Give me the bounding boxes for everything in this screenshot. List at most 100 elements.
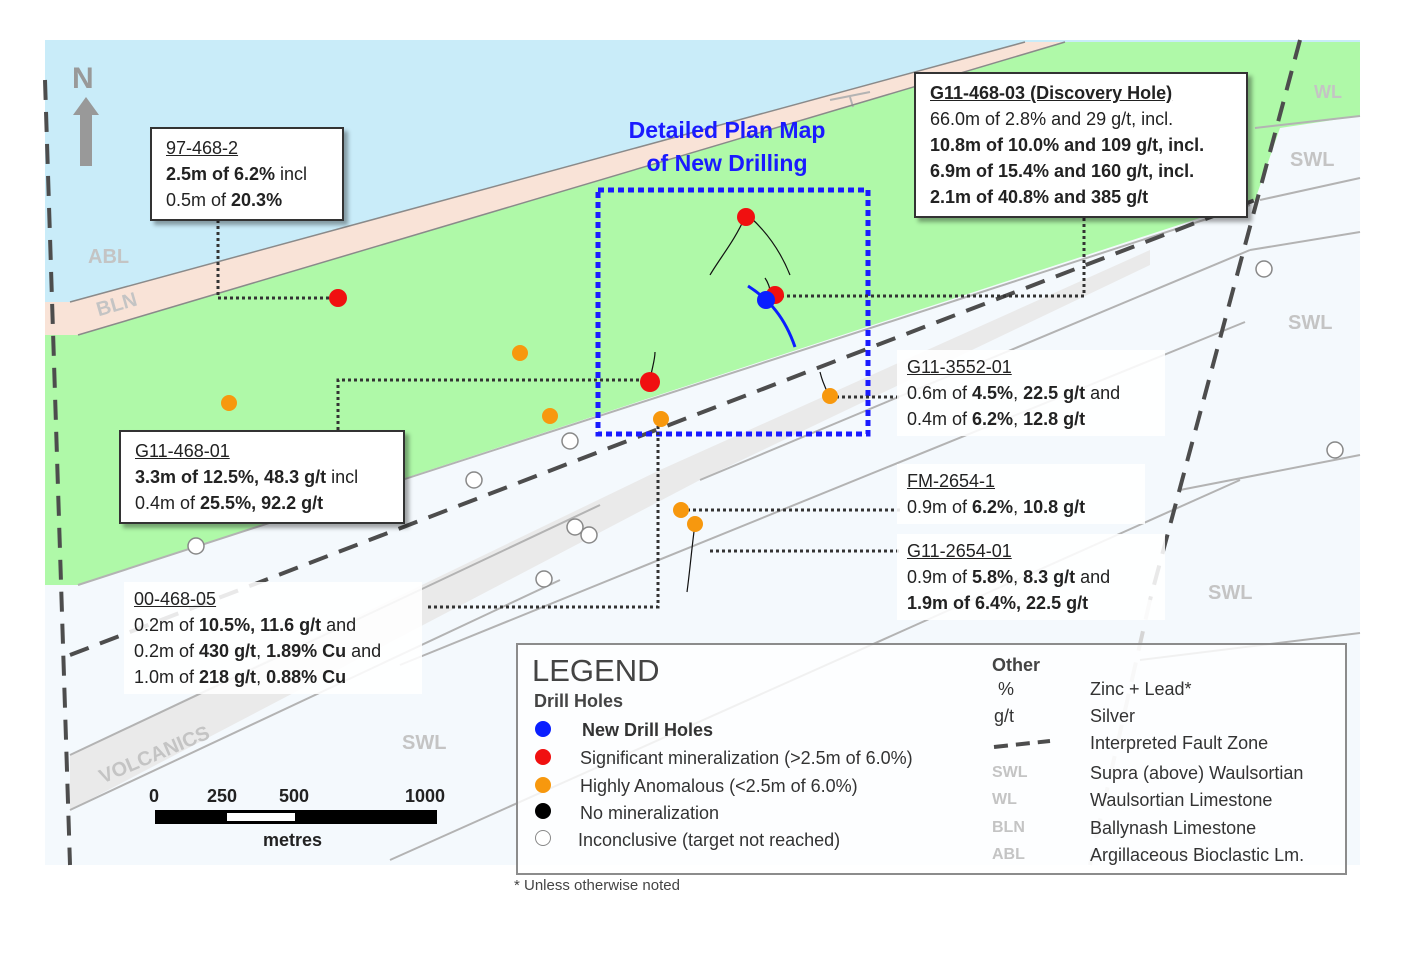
scale-tick-250: 250 <box>207 786 238 806</box>
callout-text: 8.3 g/t <box>1023 567 1076 587</box>
drill-hole-inconclusive[interactable] <box>465 471 483 489</box>
callout-text: , <box>256 641 267 661</box>
callout-text: 6.2% <box>972 409 1014 429</box>
callout-text: , <box>256 667 267 687</box>
legend-fault-desc: Interpreted Fault Zone <box>1090 733 1269 753</box>
north-arrow-icon <box>73 97 99 166</box>
legend-none-icon <box>535 803 551 819</box>
scale-bar <box>155 810 437 824</box>
legend-drill-heading: Drill Holes <box>534 691 624 711</box>
drill-hole-anomalous[interactable] <box>822 388 838 404</box>
callout-title: G11-468-03 (Discovery Hole) <box>930 83 1173 103</box>
drill-hole-significant[interactable] <box>329 289 347 307</box>
callout-title: G11-2654-01 <box>907 541 1012 561</box>
drill-hole-anomalous[interactable] <box>542 408 558 424</box>
drill-hole-new[interactable] <box>757 291 775 309</box>
callout-text: , <box>1013 567 1024 587</box>
north-label: N <box>72 62 94 95</box>
drill-hole-anomalous[interactable] <box>673 502 689 518</box>
callout-text: incl <box>326 467 359 487</box>
callout-text: 6.2% <box>972 497 1014 517</box>
callout-text: 10.5%, 11.6 g/t <box>199 615 322 635</box>
callout-text: 1.89% Cu <box>266 641 347 661</box>
legend-wl-code: WL <box>992 791 1017 808</box>
legend: LEGEND Drill Holes New Drill Holes Signi… <box>516 643 1347 875</box>
drill-hole-inconclusive[interactable] <box>535 570 553 588</box>
drill-hole-inconclusive[interactable] <box>1326 441 1344 459</box>
callout-fm-2654-1: FM-2654-1 0.9m of 6.2%, 10.8 g/t <box>897 464 1145 524</box>
callout-text: and <box>346 641 382 661</box>
callout-text: 0.5m of <box>166 190 232 210</box>
legend-swl-code: SWL <box>992 764 1028 781</box>
callout-text: , <box>1013 497 1024 517</box>
drill-hole-inconclusive[interactable] <box>187 537 205 555</box>
legend-swl-desc: Supra (above) Waulsortian <box>1090 763 1304 783</box>
callout-title: G11-468-01 <box>135 441 230 461</box>
scale-tick-0: 0 <box>149 786 160 806</box>
legend-none-label: No mineralization <box>580 803 720 823</box>
drill-hole-significant[interactable] <box>640 372 660 392</box>
callout-title: FM-2654-1 <box>907 471 996 491</box>
legend-gt-desc: Silver <box>1090 706 1136 726</box>
callout-97-468-2: 97-468-2 2.5m of 6.2% incl 0.5m of 20.3% <box>150 127 344 221</box>
callout-text: 0.9m of <box>907 497 973 517</box>
callout-g11-468-01: G11-468-01 3.3m of 12.5%, 48.3 g/t incl … <box>119 430 405 524</box>
callout-text: 6.9m of 15.4% and 160 g/t, incl. <box>930 161 1195 181</box>
callout-text: 0.4m of <box>135 493 201 513</box>
callout-00-468-05: 00-468-05 0.2m of 10.5%, 11.6 g/t and 0.… <box>124 582 422 694</box>
callout-text: 25.5%, 92.2 g/t <box>200 493 324 513</box>
legend-significant-icon <box>535 749 551 765</box>
callout-g11-3552-01: G11-3552-01 0.6m of 4.5%, 22.5 g/t and 0… <box>897 350 1165 436</box>
callout-text: 0.2m of <box>134 641 200 661</box>
callout-text: 5.8% <box>972 567 1014 587</box>
drill-hole-anomalous[interactable] <box>653 411 669 427</box>
callout-title: G11-3552-01 <box>907 357 1012 377</box>
callout-title: 97-468-2 <box>166 138 239 158</box>
drill-hole-inconclusive[interactable] <box>566 518 584 536</box>
legend-wl-desc: Waulsortian Limestone <box>1090 790 1273 810</box>
drill-hole-inconclusive[interactable] <box>580 526 598 544</box>
drill-hole-significant[interactable] <box>737 208 755 226</box>
label-swl-1: SWL <box>1290 149 1335 171</box>
drill-hole-inconclusive[interactable] <box>1255 260 1273 278</box>
callout-text: , <box>1013 409 1024 429</box>
legend-new-hole-icon <box>535 721 551 737</box>
drill-hole-anomalous[interactable] <box>512 345 528 361</box>
scale-unit: metres <box>263 830 323 850</box>
detail-map-title: Detailed Plan Map of New Drilling <box>628 117 826 176</box>
callout-text: 12.8 g/t <box>1023 409 1086 429</box>
legend-significant-label: Significant mineralization (>2.5m of 6.0… <box>580 748 913 768</box>
abl-bln-contact <box>69 41 1026 303</box>
legend-pct-symbol: % <box>998 679 1015 699</box>
callout-text: 2.5m of 6.2% <box>166 164 276 184</box>
legend-inconclusive-label: Inconclusive (target not reached) <box>578 830 841 850</box>
callout-text: 2.1m of 40.8% and 385 g/t <box>930 187 1149 207</box>
callout-text: , <box>1013 383 1024 403</box>
legend-anomalous-icon <box>535 777 551 793</box>
label-swl-4: SWL <box>402 732 447 754</box>
callout-text: 0.6m of <box>907 383 973 403</box>
wl-unit-west <box>45 335 78 585</box>
callout-text: 218 g/t <box>199 667 257 687</box>
callout-text: 430 g/t <box>199 641 257 661</box>
callout-text: 0.2m of <box>134 615 200 635</box>
legend-bln-desc: Ballynash Limestone <box>1090 818 1257 838</box>
scale-tick-500: 500 <box>279 786 310 806</box>
scale-tick-1000: 1000 <box>405 786 446 806</box>
drill-hole-anomalous[interactable] <box>221 395 237 411</box>
drill-hole-inconclusive[interactable] <box>561 432 579 450</box>
callout-text: 0.4m of <box>907 409 973 429</box>
callout-text: 66.0m of 2.8% and 29 g/t, incl. <box>930 109 1174 129</box>
drill-hole-anomalous[interactable] <box>687 516 703 532</box>
abl-unit <box>45 40 1360 302</box>
legend-new-label: New Drill Holes <box>582 720 714 740</box>
label-abl: ABL <box>88 246 130 268</box>
callout-text: 0.88% Cu <box>266 667 347 687</box>
callout-discovery-hole: G11-468-03 (Discovery Hole) 66.0m of 2.8… <box>914 72 1248 218</box>
callout-text: 10.8m of 10.0% and 109 g/t, incl. <box>930 135 1205 155</box>
legend-abl-desc: Argillaceous Bioclastic Lm. <box>1090 845 1305 865</box>
callout-text: 22.5 g/t <box>1023 383 1086 403</box>
callout-g11-2654-01: G11-2654-01 0.9m of 5.8%, 8.3 g/t and 1.… <box>897 534 1165 620</box>
legend-fault-icon <box>993 739 1051 749</box>
legend-other-heading: Other <box>992 655 1041 675</box>
